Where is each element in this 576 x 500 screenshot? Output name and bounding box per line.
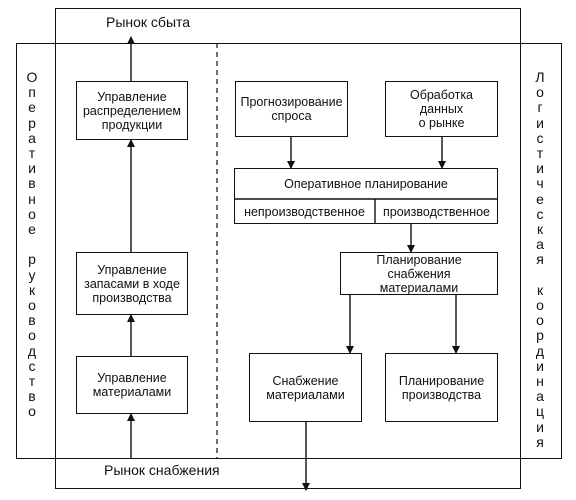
distribution-management-box: Управление распределением продукции: [76, 81, 188, 140]
operational-management-label: О п е р а т и в н о е р у к о в о д с т …: [26, 69, 38, 420]
market-frame: [55, 8, 521, 489]
production-planning-box: Планирование производства: [385, 353, 498, 422]
non-production-cell: непроизводственное: [244, 204, 365, 219]
production-cell: производственное: [383, 204, 490, 219]
sales-market-label: Рынок сбыта: [102, 14, 195, 30]
materials-supply-box: Снабжение материалами: [249, 353, 362, 422]
materials-supply-planning-box: Планирование снабжения материалами: [340, 252, 498, 295]
supply-market-label: Рынок снабжения: [100, 462, 224, 478]
demand-forecasting-box: Прогнозирование спроса: [235, 81, 348, 137]
operational-planning-box: [234, 168, 498, 224]
operational-planning-title: Оперативное планирование: [284, 177, 448, 191]
outer-frame: [16, 43, 562, 459]
logistics-coordination-label: Л о г и с т и ч е с к а я к о о р д и н …: [535, 69, 545, 450]
market-data-box: Обработка данных о рынке: [385, 81, 498, 137]
production-inventory-box: Управление запасами в ходе производства: [76, 252, 188, 315]
materials-management-box: Управление материалами: [76, 356, 188, 414]
